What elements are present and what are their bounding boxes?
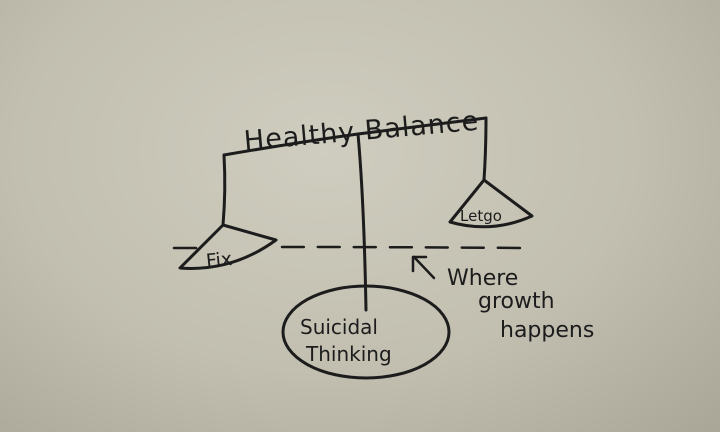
right-pan: [448, 178, 534, 229]
left-hanger: [221, 153, 227, 227]
right-hanger: [482, 116, 488, 182]
diagram-title: Healthy Balance: [243, 106, 481, 157]
arrow-head: [411, 255, 428, 273]
base-label-line2: Thinking: [305, 342, 392, 366]
base-label-line1: Suicidal: [300, 315, 378, 339]
left-pan-label: Fix: [205, 248, 233, 273]
arrow-shaft: [412, 255, 436, 280]
annotation-line3: happens: [500, 318, 594, 343]
base-ellipse: [281, 284, 451, 380]
dashed-line: [280, 245, 524, 250]
scale-post: [356, 132, 368, 312]
left-pan: [178, 223, 278, 270]
right-pan-label: Letgo: [460, 207, 502, 225]
annotation-line2: growth: [478, 289, 555, 314]
annotation-line1: Where: [447, 266, 518, 291]
